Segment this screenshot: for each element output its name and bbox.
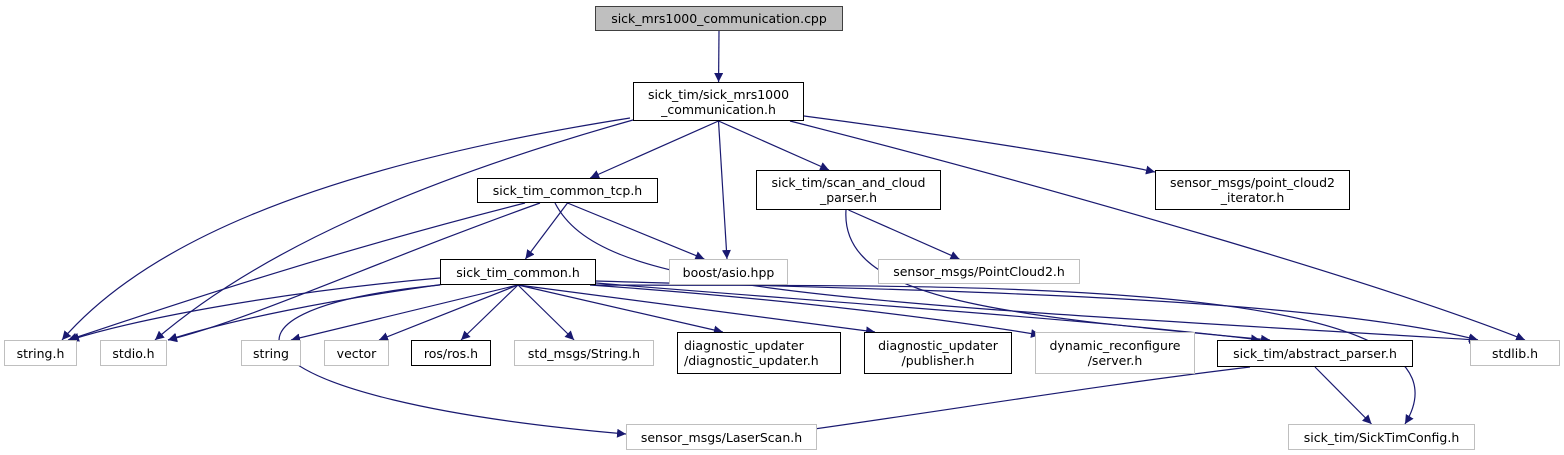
node-sensor-msgs-laserscan-h: sensor_msgs/LaserScan.h	[626, 424, 817, 450]
edge-common_h-to-abs_parser	[595, 282, 1261, 344]
node-scan-and-cloud-parser-h[interactable]: sick_tim/scan_and_cloud _parser.h	[756, 170, 941, 210]
node-vector: vector	[324, 340, 389, 366]
node-sick-mrs1000-communication-cpp: sick_mrs1000_communication.cpp	[595, 6, 843, 31]
node-sick-tim-common-h[interactable]: sick_tim_common.h	[440, 259, 596, 285]
node-string: string	[241, 340, 301, 366]
edge-mrs_h-to-pci_h	[803, 115, 1156, 175]
edge-mrs_h-to-string_h	[61, 117, 631, 341]
edge-tcp_h-to-common_h	[524, 202, 568, 260]
edge-abs_parser-to-laserscan	[799, 366, 1251, 435]
edge-mrs_h-to-asio	[717, 120, 731, 260]
edge-scp_h-to-pc2	[848, 209, 960, 260]
node-stdio-h: stdio.h	[100, 340, 167, 366]
edge-abs_parser-to-timcfg	[1314, 366, 1372, 425]
edge-common_h-to-diag_upd	[517, 284, 723, 335]
edge-common_h-to-std_string	[517, 284, 575, 341]
edge-common_h-to-dyn_srv	[589, 284, 1041, 338]
edge-common_h-to-ros_h	[460, 284, 519, 341]
edge-common_h-to-vector	[378, 284, 519, 341]
edge-tcp_h-to-asio	[567, 202, 705, 260]
node-sick-tim-common-tcp-h[interactable]: sick_tim_common_tcp.h	[477, 178, 658, 203]
edge-tcp_h-to-string_h	[67, 202, 526, 342]
node-sick-tim-sicktimconfig-h: sick_tim/SickTimConfig.h	[1288, 424, 1475, 450]
edge-common_h-to-diag_pub	[517, 284, 876, 336]
node-sick-mrs1000-communication-h[interactable]: sick_tim/sick_mrs1000 _communication.h	[633, 82, 804, 121]
edge-mrs_h-to-scp_h	[718, 120, 830, 171]
node-ros-ros-h[interactable]: ros/ros.h	[411, 340, 491, 366]
edge-mrs_h-to-stdlib_h	[789, 120, 1526, 341]
node-std-msgs-string-h: std_msgs/String.h	[514, 340, 654, 366]
edge-common_h-to-string	[290, 284, 519, 343]
node-point-cloud2-iterator-h[interactable]: sensor_msgs/point_cloud2 _iterator.h	[1155, 170, 1350, 210]
edge-tcp_h-to-stdlib_h	[554, 202, 1479, 344]
edge-mrs_h-to-tcp_h	[589, 120, 719, 179]
node-diagnostic-updater-h[interactable]: diagnostic_updater /diagnostic_updater.h	[677, 332, 841, 374]
node-sick-tim-abstract-parser-h[interactable]: sick_tim/abstract_parser.h	[1217, 340, 1413, 367]
edge-common_h-to-stdio_h	[167, 283, 446, 342]
node-stdlib-h: stdlib.h	[1470, 340, 1560, 366]
node-sensor-msgs-pointcloud2-h: sensor_msgs/PointCloud2.h	[878, 259, 1080, 284]
node-dynamic-reconfigure-server-h: dynamic_reconfigure /server.h	[1035, 332, 1195, 374]
edge-mrs_h-to-stdio_h	[154, 119, 634, 341]
node-diagnostic-updater-publisher-h[interactable]: diagnostic_updater /publisher.h	[864, 332, 1012, 374]
edge-common_h-to-string_h	[69, 277, 441, 342]
node-string-h: string.h	[4, 340, 77, 366]
node-boost-asio-hpp: boost/asio.hpp	[669, 259, 788, 285]
